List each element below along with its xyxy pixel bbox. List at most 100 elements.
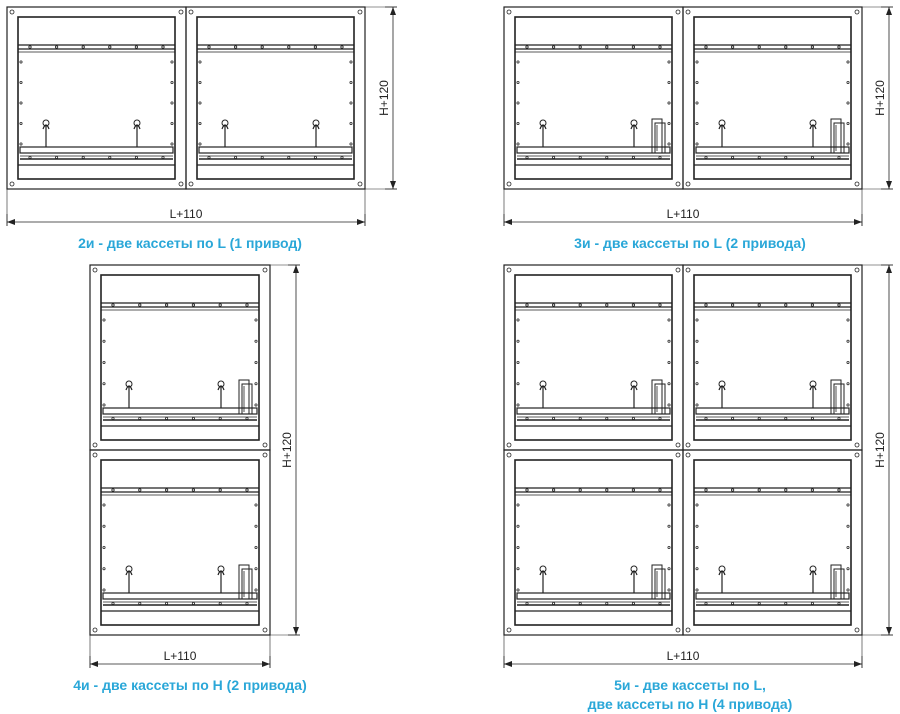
rivet	[207, 155, 211, 159]
rivet	[102, 546, 106, 550]
rivet	[516, 524, 520, 528]
actuator	[651, 564, 666, 600]
rivet	[731, 416, 735, 420]
rivet	[667, 339, 671, 343]
lever	[718, 119, 726, 147]
rivet	[552, 155, 556, 159]
rivet	[138, 488, 142, 492]
rivet	[837, 45, 841, 49]
bolt-hole	[262, 267, 268, 273]
bolt-hole	[685, 181, 691, 187]
cassette	[6, 6, 187, 190]
bolt-hole	[357, 181, 363, 187]
rivet	[784, 488, 788, 492]
rivet	[102, 503, 106, 507]
actuator	[238, 379, 253, 415]
bottom-rail	[102, 592, 258, 600]
rivet	[165, 303, 169, 307]
rivet	[102, 360, 106, 364]
cassette-outer-frame	[503, 264, 684, 451]
lever	[539, 119, 547, 147]
rivet	[134, 155, 138, 159]
bolt-hole	[188, 181, 194, 187]
rivet	[198, 122, 202, 126]
rivet	[605, 602, 609, 606]
rivet	[667, 403, 671, 407]
rivet	[846, 403, 850, 407]
rivet	[667, 503, 671, 507]
rivet	[695, 318, 699, 322]
height-dimension-label: H+120	[873, 432, 887, 468]
rivet	[784, 602, 788, 606]
rivet	[730, 45, 735, 49]
width-dimension: L+110	[503, 207, 863, 226]
rivet	[138, 416, 142, 420]
bolt-hole	[685, 627, 691, 633]
rivet	[695, 382, 699, 386]
rivet	[695, 503, 699, 507]
rivet	[757, 45, 761, 49]
rivet	[340, 155, 344, 159]
rivet	[525, 155, 529, 159]
rivet	[757, 303, 761, 307]
cassette-inner-frame	[196, 16, 355, 180]
bottom-rail	[198, 146, 353, 154]
cassette-inner-frame	[100, 459, 260, 626]
rivet	[349, 81, 353, 85]
cassette	[682, 449, 863, 636]
bolt-hole	[675, 442, 681, 448]
bolt-hole	[854, 627, 860, 633]
height-dimension-label: H+120	[873, 80, 887, 116]
bolt-hole	[506, 267, 512, 273]
width-dimension-label: L+110	[164, 649, 197, 663]
rivet	[516, 339, 520, 343]
rivet	[234, 155, 238, 159]
rivet	[810, 303, 815, 307]
bottom-rail	[516, 146, 671, 154]
rivet	[207, 45, 211, 49]
rivet	[138, 602, 142, 606]
rivet	[516, 101, 520, 105]
cassette	[503, 264, 684, 451]
rivet	[198, 142, 202, 146]
rivet	[254, 588, 258, 592]
rivet	[349, 60, 353, 64]
rivet	[111, 488, 115, 492]
rivet	[19, 101, 23, 105]
rivet	[846, 567, 850, 571]
width-dimension: L+110	[6, 207, 366, 226]
rivet	[695, 403, 699, 407]
lever	[630, 565, 638, 593]
rivet	[516, 60, 520, 64]
width-dimension: L+110	[89, 649, 271, 668]
rivet	[658, 303, 662, 307]
rivet	[349, 142, 353, 146]
rivet	[55, 155, 59, 159]
rivet	[846, 588, 850, 592]
rivet	[631, 45, 636, 49]
rivet	[810, 488, 815, 492]
rivet	[837, 602, 841, 606]
cassette-inner-frame	[17, 16, 176, 180]
lever	[809, 380, 817, 408]
rivet	[846, 318, 850, 322]
bolt-hole	[506, 627, 512, 633]
rivet	[516, 142, 520, 146]
rivet	[757, 488, 761, 492]
cassette-outer-frame	[503, 6, 684, 190]
rivet	[846, 81, 850, 85]
lever	[125, 380, 133, 408]
rivet	[784, 155, 788, 159]
bolt-hole	[506, 442, 512, 448]
caption-5i: 5и - две кассеты по L,две кассеты по Н (…	[510, 676, 870, 714]
bolt-hole	[685, 452, 691, 458]
cassette-outer-frame	[682, 264, 863, 451]
rivet	[552, 602, 556, 606]
rivet	[254, 360, 258, 364]
rivet	[695, 546, 699, 550]
bolt-hole	[357, 9, 363, 15]
caption-2i: 2и - две кассеты по L (1 привод)	[10, 234, 370, 253]
cassette-inner-frame	[693, 274, 852, 441]
rivet	[108, 45, 112, 49]
rivet	[846, 122, 850, 126]
